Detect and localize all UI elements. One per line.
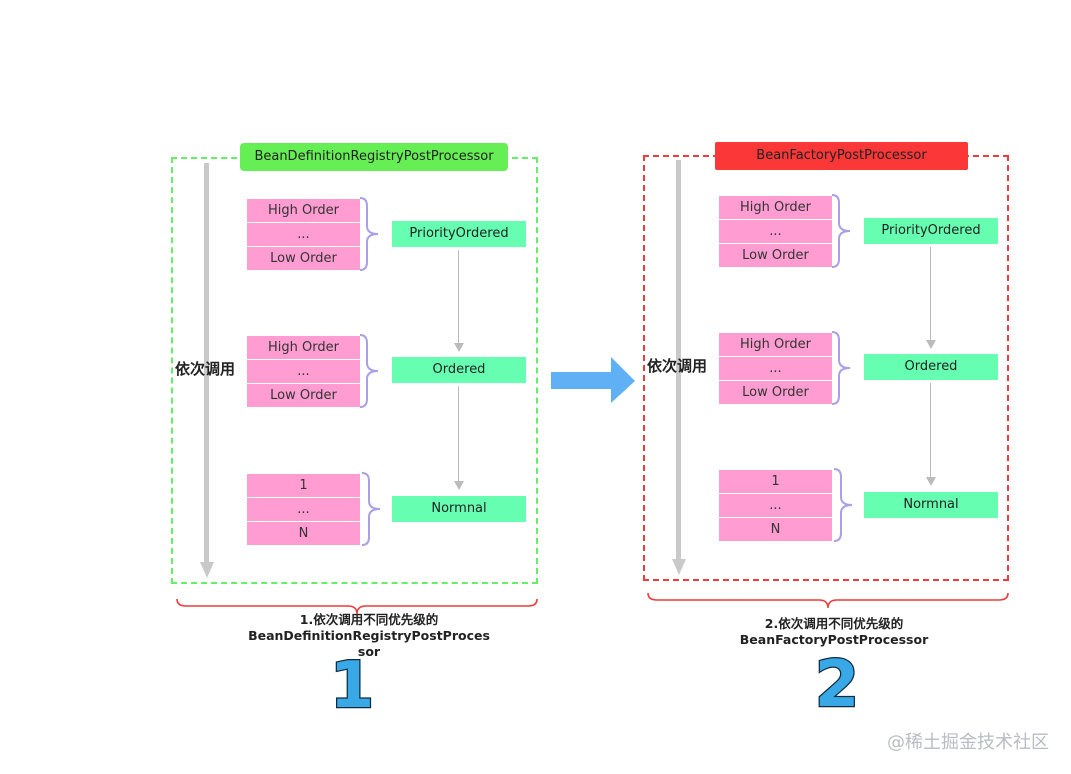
caption-line: BeanDefinitionRegistryPostProces bbox=[248, 628, 490, 643]
panel-1-flow-line-1 bbox=[458, 250, 459, 344]
panel-2-title: BeanFactoryPostProcessor bbox=[715, 142, 968, 170]
panel-2-sequence-line bbox=[676, 160, 681, 560]
panel-1-tag-normal: Normnal bbox=[392, 496, 526, 522]
panel-2-brace-priority bbox=[831, 194, 851, 268]
panel-2-caption: 2.依次调用不同优先级的 BeanFactoryPostProcessor bbox=[701, 616, 967, 648]
panel-2-tag-ordered: Ordered bbox=[864, 354, 998, 380]
panel-2-sequence-arrowhead bbox=[671, 559, 686, 575]
panel-1-stack-normal: 1 ... N bbox=[247, 474, 360, 546]
panel-2-big-number: 2 bbox=[813, 650, 860, 712]
stack-cell: Low Order bbox=[247, 247, 360, 271]
stack-cell: Low Order bbox=[247, 384, 360, 408]
panel-2-flow-line-2 bbox=[930, 383, 931, 478]
panel-2-bottom-bracket bbox=[647, 592, 1009, 609]
panel-2-flow-arrowhead-2 bbox=[925, 477, 936, 486]
stack-cell: ... bbox=[247, 360, 360, 384]
stack-cell: High Order bbox=[247, 199, 360, 223]
stack-cell: 1 bbox=[247, 474, 360, 498]
panel-1-number-text: 1 bbox=[330, 652, 375, 714]
panel-1-tag-priority-ordered: PriorityOrdered bbox=[392, 221, 526, 247]
panel-2-side-label: 依次调用 bbox=[647, 357, 708, 375]
panel-2-brace-ordered bbox=[831, 331, 851, 405]
panel-1-tag-ordered: Ordered bbox=[392, 357, 526, 383]
panel-2-number-text: 2 bbox=[815, 650, 860, 712]
panel-1-brace-priority bbox=[359, 197, 379, 271]
panel-2-stack-priority: High Order ... Low Order bbox=[719, 196, 832, 268]
panel-1-side-label: 依次调用 bbox=[175, 360, 236, 378]
panel-1-flow-line-2 bbox=[458, 386, 459, 482]
panel-2-brace-normal bbox=[833, 468, 853, 542]
caption-line: BeanFactoryPostProcessor bbox=[739, 632, 929, 647]
stack-cell: High Order bbox=[247, 336, 360, 360]
stack-cell: 1 bbox=[719, 470, 832, 494]
panel-1-stack-ordered: High Order ... Low Order bbox=[247, 336, 360, 408]
panel-1-big-number: 1 bbox=[328, 652, 375, 714]
panel-1-title: BeanDefinitionRegistryPostProcessor bbox=[240, 143, 508, 171]
panel-2-stack-ordered: High Order ... Low Order bbox=[719, 333, 832, 405]
panel-2-stack-normal: 1 ... N bbox=[719, 470, 832, 542]
stack-cell: ... bbox=[719, 220, 832, 244]
panel-1-sequence-line bbox=[204, 163, 209, 563]
stack-cell: ... bbox=[719, 494, 832, 518]
panel-1-bottom-bracket bbox=[176, 598, 538, 615]
next-step-arrow bbox=[551, 357, 635, 403]
watermark: @稀土掘金技术社区 bbox=[887, 732, 1049, 753]
panel-1-caption: 1.依次调用不同优先级的 BeanDefinitionRegistryPostP… bbox=[236, 612, 502, 660]
panel-2-tag-priority-ordered: PriorityOrdered bbox=[864, 218, 998, 244]
panel-1-flow-arrowhead-1 bbox=[453, 343, 464, 352]
caption-line: sor bbox=[357, 644, 381, 659]
caption-line: 1.依次调用不同优先级的 bbox=[299, 612, 439, 627]
caption-line: 2.依次调用不同优先级的 bbox=[764, 616, 904, 631]
panel-1-brace-ordered bbox=[359, 334, 379, 408]
stack-cell: Low Order bbox=[719, 381, 832, 405]
stack-cell: ... bbox=[247, 498, 360, 522]
stack-cell: ... bbox=[247, 223, 360, 247]
stack-cell: N bbox=[247, 522, 360, 546]
stack-cell: High Order bbox=[719, 196, 832, 220]
stack-cell: N bbox=[719, 518, 832, 542]
stack-cell: High Order bbox=[719, 333, 832, 357]
stack-cell: ... bbox=[719, 357, 832, 381]
panel-2-tag-normal: Normnal bbox=[864, 492, 998, 518]
panel-2-flow-line-1 bbox=[930, 247, 931, 341]
stack-cell: Low Order bbox=[719, 244, 832, 268]
panel-1-stack-priority: High Order ... Low Order bbox=[247, 199, 360, 271]
panel-1-sequence-arrowhead bbox=[199, 562, 214, 578]
panel-1-flow-arrowhead-2 bbox=[453, 481, 464, 490]
panel-2-flow-arrowhead-1 bbox=[925, 340, 936, 349]
panel-1-brace-normal bbox=[361, 472, 381, 546]
